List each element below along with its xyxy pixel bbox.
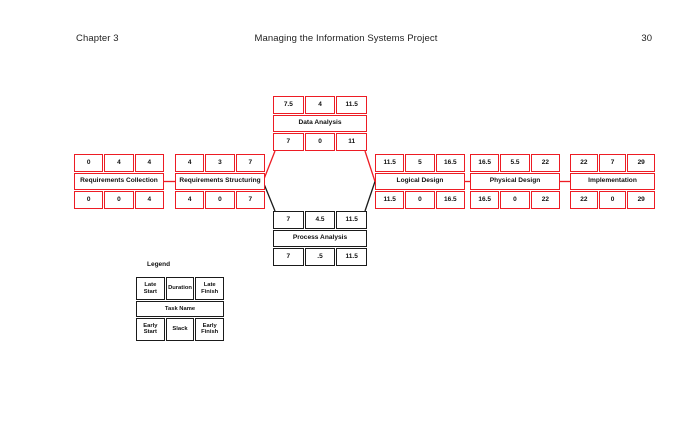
task-box-logical-design: 11.5 5 16.5 Logical Design 11.5 0 16.5 (375, 154, 465, 210)
legend-late-finish-cell: Late Finish (195, 277, 225, 301)
slack-cell: .5 (304, 248, 336, 267)
duration-cell: 5 (405, 154, 435, 172)
late-finish-cell: 16.5 (435, 154, 465, 172)
late-finish-cell: 11.5 (336, 96, 368, 114)
early-start-cell: 0 (74, 191, 104, 210)
legend-early-start-cell: Early Start (136, 317, 165, 342)
early-start-cell: 16.5 (470, 191, 500, 210)
late-finish-cell: 7 (235, 154, 265, 172)
duration-cell: 4.5 (304, 211, 336, 229)
task-name: Requirements Collection (74, 172, 164, 191)
legend-task-name-cell: Task Name (136, 301, 224, 317)
late-finish-cell: 11.5 (336, 211, 368, 229)
task-name: Data Analysis (273, 114, 367, 133)
early-finish-cell: 11.5 (336, 248, 368, 267)
legend-early-finish-cell: Early Finish (195, 317, 225, 342)
early-finish-cell: 4 (134, 191, 164, 210)
early-start-cell: 7 (273, 248, 304, 267)
task-box-requirements-structuring: 4 3 7 Requirements Structuring 4 0 7 (175, 154, 265, 210)
late-start-cell: 4 (175, 154, 205, 172)
late-finish-cell: 29 (627, 154, 656, 172)
early-start-cell: 11.5 (375, 191, 405, 210)
connector-dataanalysis-logicaldesign (364, 150, 376, 182)
early-start-cell: 22 (570, 191, 598, 210)
duration-cell: 4 (104, 154, 134, 172)
early-finish-cell: 7 (235, 191, 265, 210)
slack-cell: 0 (405, 191, 435, 210)
task-box-process-analysis: 7 4.5 11.5 Process Analysis 7 .5 11.5 (273, 211, 368, 267)
connector-processanalysis-logicaldesign (364, 181, 376, 212)
slack-cell: 0 (304, 133, 336, 152)
early-start-cell: 7 (273, 133, 304, 152)
task-name: Physical Design (470, 172, 560, 191)
task-name: Requirements Structuring (175, 172, 265, 191)
late-finish-cell: 4 (134, 154, 164, 172)
task-name: Logical Design (375, 172, 465, 191)
duration-cell: 7 (598, 154, 627, 172)
slack-cell: 0 (598, 191, 627, 210)
slack-cell: 0 (205, 191, 235, 210)
late-start-cell: 11.5 (375, 154, 405, 172)
late-start-cell: 7.5 (273, 96, 304, 114)
late-start-cell: 7 (273, 211, 304, 229)
duration-cell: 4 (304, 96, 336, 114)
slack-cell: 0 (104, 191, 134, 210)
task-name: Implementation (570, 172, 655, 191)
header-page-number: 30 (641, 33, 652, 44)
legend-late-start-cell: Late Start (136, 277, 165, 301)
early-finish-cell: 22 (530, 191, 560, 210)
header-title: Managing the Information Systems Project (254, 33, 438, 44)
early-finish-cell: 16.5 (435, 191, 465, 210)
early-start-cell: 4 (175, 191, 205, 210)
task-box-requirements-collection: 0 4 4 Requirements Collection 0 0 4 (74, 154, 164, 210)
task-box-physical-design: 16.5 5.5 22 Physical Design 16.5 0 22 (470, 154, 560, 210)
legend-box: Late Start Duration Late Finish Task Nam… (136, 277, 225, 342)
duration-cell: 5.5 (500, 154, 530, 172)
late-finish-cell: 22 (530, 154, 560, 172)
task-box-data-analysis: 7.5 4 11.5 Data Analysis 7 0 11 (273, 96, 368, 152)
late-start-cell: 22 (570, 154, 598, 172)
late-start-cell: 0 (74, 154, 104, 172)
legend-title: Legend (147, 261, 171, 268)
task-name: Process Analysis (273, 229, 367, 248)
task-box-implementation: 22 7 29 Implementation 22 0 29 (570, 154, 656, 210)
duration-cell: 3 (205, 154, 235, 172)
early-finish-cell: 11 (336, 133, 368, 152)
late-start-cell: 16.5 (470, 154, 500, 172)
slack-cell: 0 (500, 191, 530, 210)
legend-duration-cell: Duration (165, 277, 195, 301)
header-chapter: Chapter 3 (76, 33, 119, 44)
legend-slack-cell: Slack (165, 317, 195, 342)
early-finish-cell: 29 (627, 191, 656, 210)
